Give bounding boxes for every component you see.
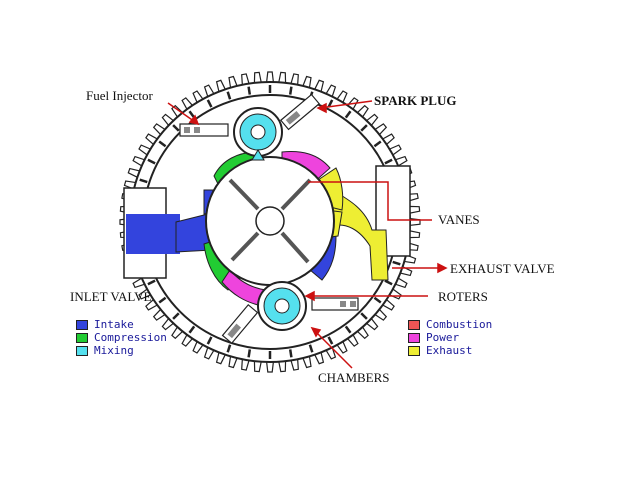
ring-slot xyxy=(344,325,352,334)
combustion-swatch xyxy=(408,319,420,330)
legend-item-power: Power xyxy=(408,331,492,344)
ring-slot xyxy=(147,279,156,286)
ring-slot xyxy=(206,99,213,108)
legend-item-compression: Compression xyxy=(76,331,167,344)
roters-label: ROTERS xyxy=(438,289,488,304)
ring-slot xyxy=(147,158,156,165)
label-arrows xyxy=(167,100,448,369)
bottom-injector-right xyxy=(311,297,359,311)
legend-item-combustion: Combustion xyxy=(408,318,492,331)
top-roter xyxy=(233,107,283,161)
bottom-plug-left xyxy=(221,303,259,345)
ring-slot xyxy=(344,110,352,119)
power-swatch xyxy=(408,332,420,343)
ring-slot xyxy=(373,296,382,304)
ring-slot xyxy=(308,344,314,353)
fuel-injector-part xyxy=(179,123,229,137)
legend-left: Intake Compression Mixing xyxy=(76,318,167,357)
ring-slot xyxy=(288,349,293,358)
ring-slot xyxy=(327,336,334,345)
legend-label: Mixing xyxy=(94,344,134,357)
inlet-valve-housing xyxy=(123,187,213,279)
spark-plug-part xyxy=(279,93,321,131)
ring-slot xyxy=(360,312,368,320)
ring-slot xyxy=(158,140,167,148)
ring-slot xyxy=(288,86,293,95)
legend-item-intake: Intake xyxy=(76,318,167,331)
inlet-valve-label: INLET VALVE xyxy=(70,289,152,304)
ring-slot xyxy=(206,336,213,345)
legend-item-mixing: Mixing xyxy=(76,344,167,357)
vanes-label: VANES xyxy=(438,212,480,227)
ring-slot xyxy=(139,178,148,184)
fuel-injector-label: Fuel Injector xyxy=(86,88,153,103)
legend-label: Intake xyxy=(94,318,134,331)
legend-right: Combustion Power Exhaust xyxy=(408,318,492,357)
ring-slot xyxy=(172,312,180,320)
compression-swatch xyxy=(76,332,88,343)
legend-label: Exhaust xyxy=(426,344,473,357)
legend-label: Combustion xyxy=(426,318,493,331)
legend-item-exhaust: Exhaust xyxy=(408,344,492,357)
ring-slot xyxy=(392,260,401,266)
ring-slot xyxy=(247,349,252,358)
ring-slot xyxy=(327,99,334,108)
ring-slot xyxy=(188,110,196,119)
spark-plug-label: SPARK PLUG xyxy=(374,93,457,108)
bottom-roter xyxy=(257,281,307,331)
intake-swatch xyxy=(76,319,88,330)
ring-slot xyxy=(226,91,232,100)
ring-slot xyxy=(247,86,252,95)
ring-slot xyxy=(360,124,368,132)
ring-slot xyxy=(172,124,180,132)
rotor-hub xyxy=(255,206,285,236)
exhaust-valve-label: EXHAUST VALVE xyxy=(450,261,555,276)
ring-slot xyxy=(188,325,196,334)
legend-label: Compression xyxy=(94,331,167,344)
exhaust-valve-housing xyxy=(331,165,411,281)
legend-label: Power xyxy=(426,331,460,344)
ring-slot xyxy=(373,140,382,148)
exhaust-swatch xyxy=(408,345,420,356)
ring-slot xyxy=(226,344,232,353)
mixing-swatch xyxy=(76,345,88,356)
ring-slot xyxy=(384,279,393,286)
vanes xyxy=(228,178,312,264)
ring-slot xyxy=(384,158,393,165)
ring-slot xyxy=(158,296,167,304)
chambers-label: CHAMBERS xyxy=(318,370,390,385)
